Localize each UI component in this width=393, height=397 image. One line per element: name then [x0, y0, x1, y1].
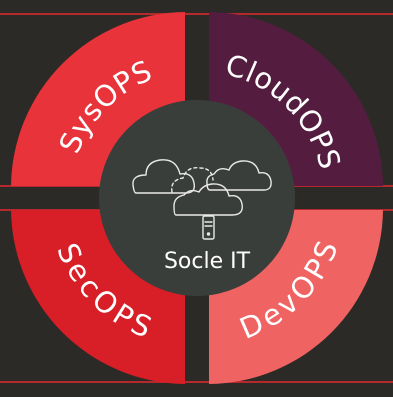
center-label: Socle IT — [164, 249, 251, 274]
cloud-server-icon — [132, 159, 272, 240]
center-circle — [99, 100, 295, 296]
